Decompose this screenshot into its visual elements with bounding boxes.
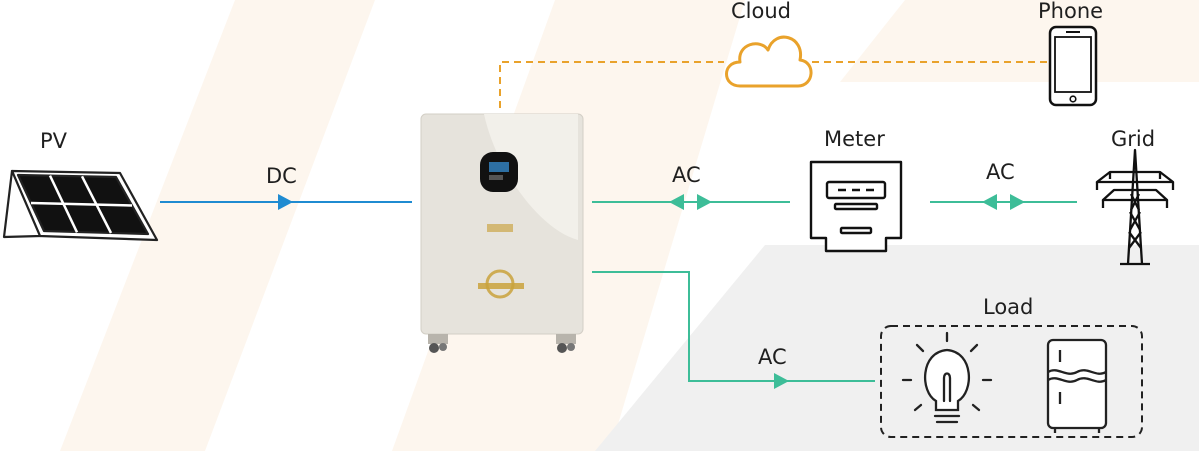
dc-label: DC: [266, 164, 297, 188]
light-bulb-icon: [901, 331, 993, 424]
electric-meter-icon: [809, 160, 903, 253]
grid-label: Grid: [1111, 127, 1156, 151]
load-box: [880, 325, 1143, 438]
pv-label: PV: [40, 129, 68, 153]
caster-wheel-right-icon: [556, 334, 576, 353]
smartphone-icon: [1048, 25, 1098, 107]
caster-wheel-left-icon: [428, 334, 448, 353]
ac-label-meter-grid: AC: [986, 160, 1015, 184]
dc-arrow: [278, 194, 293, 210]
ac-label-load: AC: [758, 345, 787, 369]
ac-arrow-load: [774, 373, 789, 389]
ac-label-inverter-meter: AC: [672, 163, 701, 187]
ac-arrow-left-grid: [982, 194, 997, 210]
refrigerator-icon: [1046, 338, 1108, 433]
cloud-label: Cloud: [731, 0, 791, 23]
background-band-right: [840, 0, 1199, 82]
cloud-icon: [725, 35, 813, 88]
ac-arrow-right-grid: [1010, 194, 1025, 210]
inverter-battery-unit: [420, 113, 584, 353]
load-zone-background: [595, 245, 1199, 451]
ac-arrow-right: [697, 194, 712, 210]
meter-label: Meter: [824, 127, 885, 151]
wifi-link-line: [499, 61, 724, 108]
transmission-tower-icon: [1095, 148, 1175, 266]
solar-panel-icon: [2, 169, 159, 242]
load-label: Load: [983, 295, 1034, 319]
background-band-left: [60, 0, 375, 451]
phone-label: Phone: [1038, 0, 1104, 23]
ac-arrow-left: [669, 194, 684, 210]
